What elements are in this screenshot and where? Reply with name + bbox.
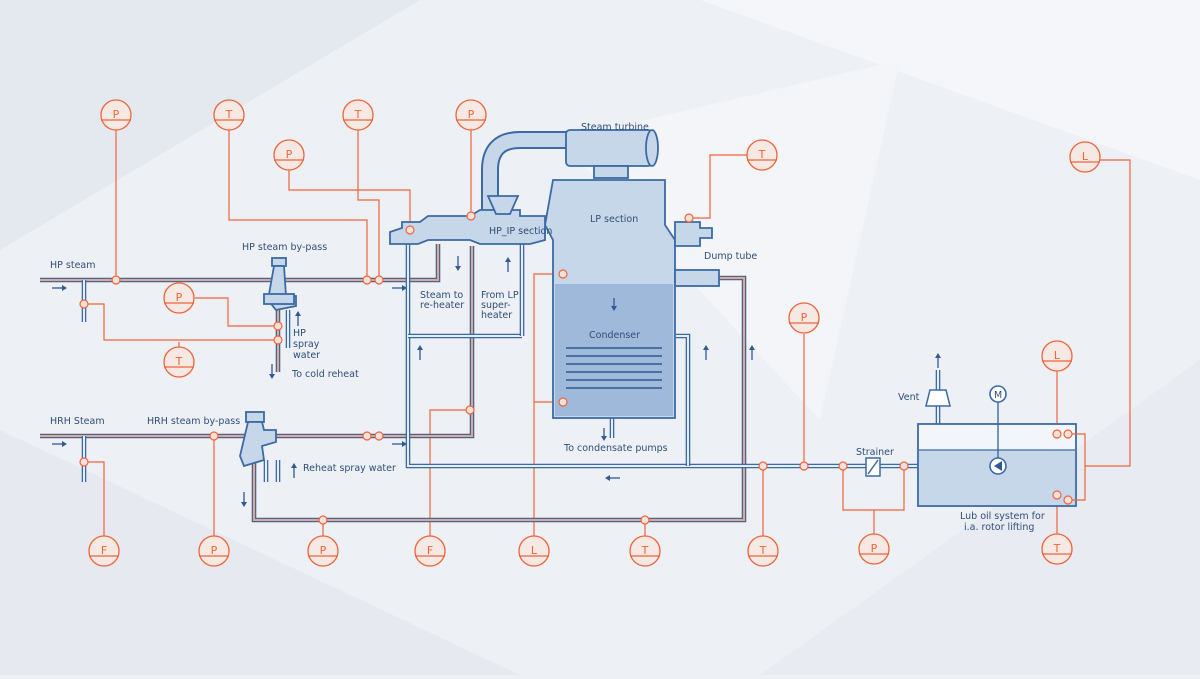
label-reheat-spray-water: Reheat spray water xyxy=(303,463,396,474)
label-strainer: Strainer xyxy=(856,447,894,458)
instrument-bot-f-2[interactable]: F xyxy=(414,535,446,567)
tap-points xyxy=(79,211,1073,525)
instrument-bot-f-1[interactable]: F xyxy=(88,535,120,567)
svg-text:L: L xyxy=(1054,349,1061,362)
label-lub-oil-2: i.a. rotor lifting xyxy=(964,522,1034,533)
svg-text:T: T xyxy=(758,148,766,161)
svg-text:T: T xyxy=(641,544,649,557)
svg-text:F: F xyxy=(427,544,433,557)
svg-text:P: P xyxy=(176,291,183,304)
instrument-top-p-1[interactable]: P xyxy=(100,99,132,131)
instrument-mid-l-2[interactable]: L xyxy=(1041,340,1073,372)
instrument-bot-t-2[interactable]: T xyxy=(747,535,779,567)
label-hp-steam: HP steam xyxy=(50,260,96,271)
label-hp-spray-1: HP xyxy=(293,328,306,339)
dump-tube xyxy=(674,269,720,287)
label-condenser: Condenser xyxy=(589,330,640,341)
instrument-bot-l-1[interactable]: L xyxy=(518,535,550,567)
instrument-bot-p-2[interactable]: P xyxy=(307,535,339,567)
label-hp-spray-3: water xyxy=(293,350,320,361)
label-lp-section: LP section xyxy=(590,214,638,225)
steam-turbine xyxy=(565,129,653,167)
label-vent: Vent xyxy=(898,392,920,403)
svg-text:P: P xyxy=(113,108,120,121)
label-steam-to-reheater-2: re-heater xyxy=(420,300,464,311)
hrh-bypass-valve xyxy=(239,421,277,468)
svg-text:T: T xyxy=(759,544,767,557)
label-to-cold-reheat: To cold reheat xyxy=(291,369,359,380)
label-hrh-steam: HRH Steam xyxy=(50,416,105,427)
svg-text:P: P xyxy=(801,311,808,324)
svg-text:F: F xyxy=(101,544,107,557)
pipes xyxy=(40,244,941,523)
instrument-bot-p-3[interactable]: P xyxy=(858,533,890,565)
instruments: P T P T P T L P T P L F P P F L T T P T xyxy=(88,99,1101,567)
flow-arrows xyxy=(52,256,941,507)
instrument-bot-p-1[interactable]: P xyxy=(198,535,230,567)
svg-text:P: P xyxy=(320,544,327,557)
instrument-bot-t-1[interactable]: T xyxy=(629,535,661,567)
instrument-top-t-2[interactable]: T xyxy=(342,99,374,131)
svg-text:T: T xyxy=(1053,542,1061,555)
instrument-mid-p-2[interactable]: P xyxy=(788,302,820,334)
instrument-mid-t-1[interactable]: T xyxy=(163,346,195,378)
svg-text:L: L xyxy=(1082,150,1089,163)
svg-text:P: P xyxy=(286,148,293,161)
instrument-bot-t-3[interactable]: T xyxy=(1041,533,1073,565)
svg-text:T: T xyxy=(354,108,362,121)
svg-text:L: L xyxy=(531,544,538,557)
label-dump-tube: Dump tube xyxy=(704,251,757,262)
label-steam-to-reheater-1: Steam to xyxy=(420,290,463,301)
instrument-top-p-3[interactable]: P xyxy=(455,99,487,131)
label-from-lp-3: heater xyxy=(481,310,512,321)
svg-text:T: T xyxy=(175,355,183,368)
svg-text:T: T xyxy=(225,108,233,121)
labels: Steam turbine LP section HP_IP section H… xyxy=(50,122,1045,533)
hp-ip-casing xyxy=(389,209,546,245)
label-hp-spray-2: spray xyxy=(293,339,320,350)
label-from-lp-1: From LP xyxy=(481,290,519,301)
condenser-tubes xyxy=(566,347,662,389)
label-hrh-bypass: HRH steam by-pass xyxy=(147,416,240,427)
equipment xyxy=(239,129,1086,507)
label-hp-bypass: HP steam by-pass xyxy=(242,242,327,253)
svg-text:P: P xyxy=(468,108,475,121)
vent-cap xyxy=(925,389,951,407)
label-motor: M xyxy=(994,390,1002,401)
instrument-mid-p-1[interactable]: P xyxy=(163,282,195,314)
instrument-top-t-1[interactable]: T xyxy=(213,99,245,131)
instrument-top-p-2[interactable]: P xyxy=(273,139,305,171)
svg-text:P: P xyxy=(211,544,218,557)
label-to-condensate-pumps: To condensate pumps xyxy=(563,443,668,454)
label-steam-turbine: Steam turbine xyxy=(581,122,649,133)
motor-icon xyxy=(989,385,1007,403)
instrument-top-t-3[interactable]: T xyxy=(746,139,778,171)
svg-text:P: P xyxy=(871,542,878,555)
instrument-top-l-1[interactable]: L xyxy=(1069,141,1101,173)
label-lub-oil-1: Lub oil system for xyxy=(960,511,1045,522)
label-hp-ip-section: HP_IP section xyxy=(489,226,552,237)
label-from-lp-2: super- xyxy=(481,300,511,311)
